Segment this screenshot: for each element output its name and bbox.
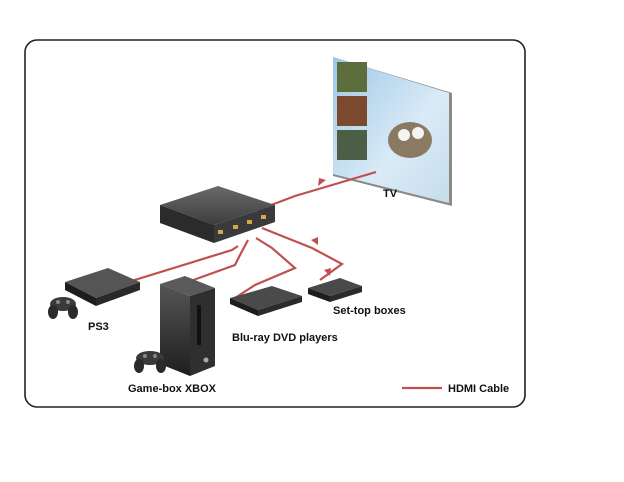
xbox-console: [160, 276, 215, 376]
bluray-label: Blu-ray DVD players: [232, 332, 338, 344]
legend-hdmi-label: HDMI Cable: [448, 383, 509, 395]
settop-label: Set-top boxes: [333, 305, 406, 317]
xbox-label: Game-box XBOX: [128, 383, 217, 395]
tv-label: TV: [383, 188, 398, 200]
ps3-label: PS3: [88, 321, 109, 333]
